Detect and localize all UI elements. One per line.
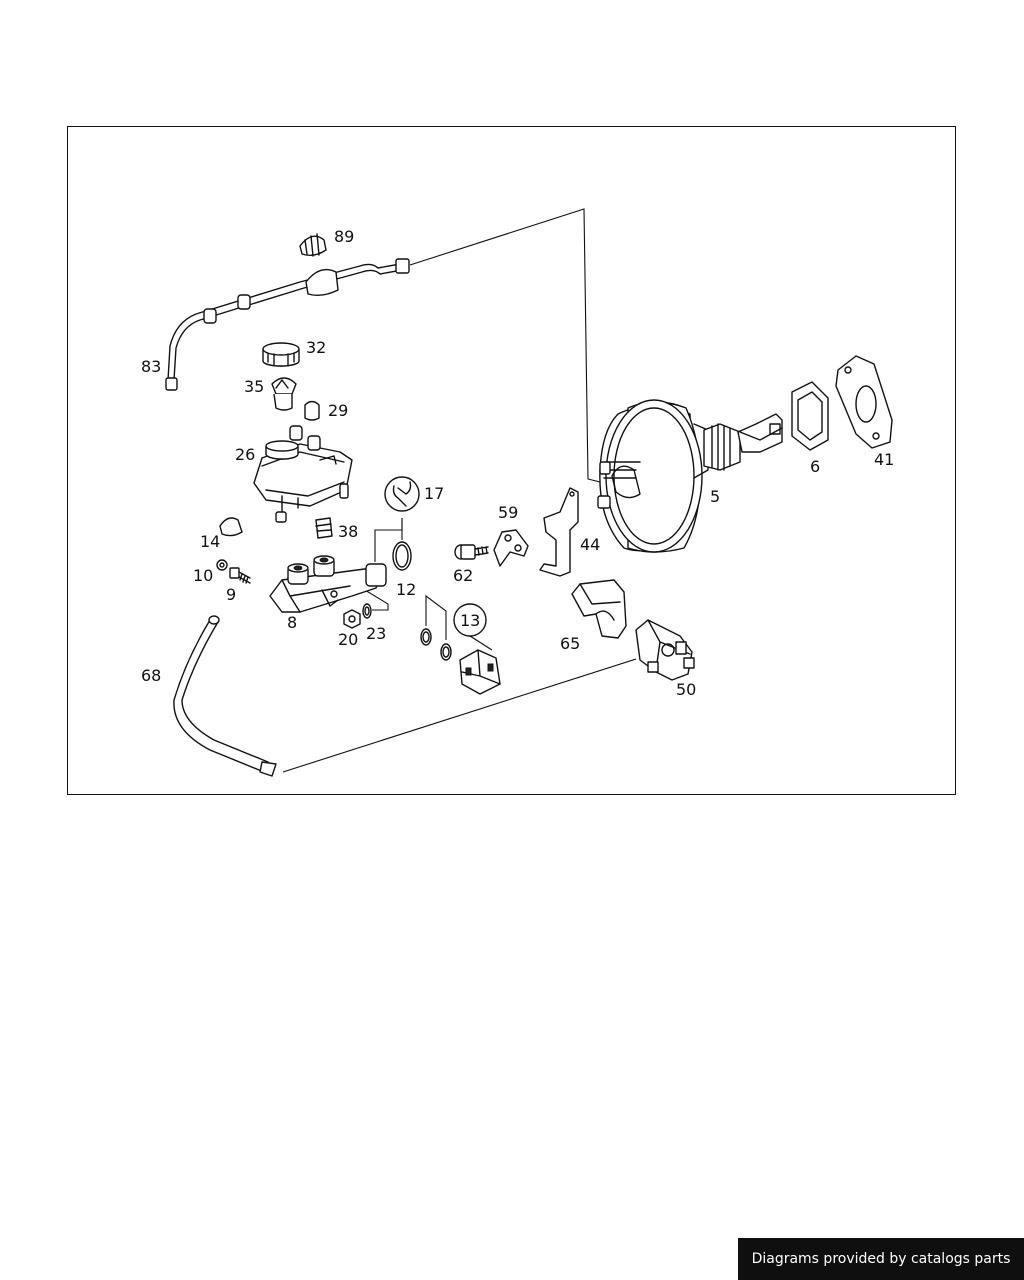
footer-credit: Diagrams provided by catalogs parts bbox=[738, 1238, 1024, 1280]
nut-20 bbox=[343, 609, 361, 629]
leader-line-brake-pipe bbox=[409, 208, 601, 483]
bolt-62 bbox=[454, 544, 489, 560]
callout-59: 59 bbox=[498, 503, 518, 522]
callout-62: 62 bbox=[453, 566, 473, 585]
callout-14: 14 bbox=[200, 532, 220, 551]
leader-line-13 bbox=[425, 594, 447, 640]
vacuum-hose-68 bbox=[173, 615, 277, 777]
brake-booster-5 bbox=[597, 399, 783, 553]
plug-29 bbox=[304, 400, 320, 421]
leader-line-13b bbox=[469, 635, 493, 651]
bracket-65 bbox=[571, 579, 627, 639]
callout-44: 44 bbox=[580, 535, 600, 554]
clamp-59 bbox=[493, 529, 529, 567]
callout-32: 32 bbox=[306, 338, 326, 357]
brake-pipe-83 bbox=[165, 258, 410, 391]
filter-35 bbox=[271, 377, 297, 411]
callout-50: 50 bbox=[676, 680, 696, 699]
bracket-44 bbox=[539, 487, 579, 577]
callout-29: 29 bbox=[328, 401, 348, 420]
callout-5: 5 bbox=[710, 487, 720, 506]
callout-17: 17 bbox=[424, 484, 444, 503]
callout-83: 83 bbox=[141, 357, 161, 376]
o-ring-12 bbox=[392, 541, 412, 571]
diagram-frame bbox=[67, 126, 956, 795]
leader-line-17 bbox=[374, 518, 403, 562]
gasket-6 bbox=[791, 381, 829, 451]
callout-26: 26 bbox=[235, 445, 255, 464]
callout-9: 9 bbox=[226, 585, 236, 604]
reservoir-cap-32 bbox=[262, 342, 300, 367]
pressure-switch-13 bbox=[420, 603, 501, 695]
leader-line-hose bbox=[282, 658, 637, 773]
callout-38: 38 bbox=[338, 522, 358, 541]
callout-89: 89 bbox=[334, 227, 354, 246]
callout-6: 6 bbox=[810, 457, 820, 476]
fluid-reservoir-26 bbox=[253, 425, 353, 523]
callout-41: 41 bbox=[874, 450, 894, 469]
callout-12: 12 bbox=[396, 580, 416, 599]
callout-10: 10 bbox=[193, 566, 213, 585]
callout-68: 68 bbox=[141, 666, 161, 685]
callout-35: 35 bbox=[244, 377, 264, 396]
cap-14 bbox=[219, 517, 243, 537]
callout-23: 23 bbox=[366, 624, 386, 643]
spacer-plate-41 bbox=[835, 355, 893, 449]
callout-20: 20 bbox=[338, 630, 358, 649]
master-cylinder-8 bbox=[269, 555, 387, 613]
grommet-38 bbox=[315, 517, 333, 539]
seal-10 bbox=[216, 559, 228, 571]
bolt-9 bbox=[229, 567, 251, 584]
boot-89 bbox=[299, 233, 327, 257]
vacuum-pump-50 bbox=[635, 619, 695, 681]
wrench-symbol-17 bbox=[384, 476, 420, 512]
callout-13: 13 bbox=[460, 611, 480, 630]
callout-8: 8 bbox=[287, 613, 297, 632]
callout-65: 65 bbox=[560, 634, 580, 653]
washer-23 bbox=[362, 603, 372, 619]
